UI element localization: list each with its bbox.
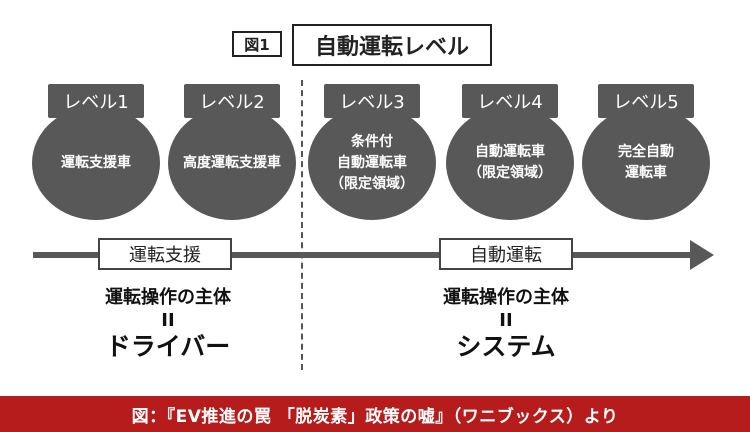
- level-2-tab: レベル2: [184, 84, 280, 118]
- level-3-desc-line: 条件付: [351, 133, 393, 150]
- level-2-circle: 高度運転支援車: [168, 106, 296, 220]
- level-3-tab: レベル3: [324, 84, 420, 118]
- progress-arrow-shaft: [33, 252, 693, 258]
- level-2-desc-line: 高度運転支援車: [183, 154, 281, 171]
- level-5-tab: レベル5: [598, 84, 694, 118]
- source-credit-text: 図：『EV推進の罠 「脱炭素」政策の嘘』（ワニブックス）より: [131, 406, 619, 427]
- level-1: 運転支援車 レベル1: [32, 84, 160, 224]
- phase-divider-line: [301, 80, 303, 370]
- title-row: 図1 自動運転レベル: [0, 24, 750, 68]
- level-4: 自動運転車 （限定領域） レベル4: [446, 84, 574, 224]
- level-5-desc-line: 完全自動: [618, 144, 674, 160]
- phase-label-driver-assist: 運転支援: [98, 238, 232, 270]
- operation-subject-driver: ドライバー: [105, 332, 231, 361]
- level-4-tab: レベル4: [462, 84, 558, 118]
- level-3: 条件付 自動運転車 （限定領域） レベル3: [308, 84, 436, 224]
- right-operation-subject: 運転操作の主体 II システム: [396, 286, 616, 362]
- operation-subject-label: 運転操作の主体: [105, 287, 231, 308]
- level-4-desc-line: 自動運転車: [475, 144, 545, 160]
- figure-number-badge: 図1: [232, 31, 282, 57]
- left-operation-subject: 運転操作の主体 II ドライバー: [58, 286, 278, 362]
- level-5-desc-line: 運転車: [625, 165, 667, 181]
- level-3-circle: 条件付 自動運転車 （限定領域）: [308, 106, 436, 220]
- operation-subject-system: システム: [456, 332, 556, 361]
- phase-label-automated-driving: 自動運転: [439, 238, 573, 270]
- level-4-circle: 自動運転車 （限定領域）: [446, 106, 574, 220]
- progress-arrow-head-icon: [690, 240, 714, 270]
- equals-sign: II: [499, 310, 513, 331]
- level-3-desc-line: （限定領域）: [330, 175, 414, 192]
- level-2: 高度運転支援車 レベル2: [168, 84, 296, 224]
- level-1-desc-line: 運転支援車: [61, 154, 131, 171]
- level-4-desc-line: （限定領域）: [468, 165, 552, 181]
- diagram-title: 自動運転レベル: [292, 24, 492, 66]
- level-5: 完全自動 運転車 レベル5: [582, 84, 710, 224]
- level-5-circle: 完全自動 運転車: [582, 106, 710, 220]
- level-1-tab: レベル1: [48, 84, 144, 118]
- source-credit-bar: 図：『EV推進の罠 「脱炭素」政策の嘘』（ワニブックス）より: [0, 396, 750, 432]
- level-3-desc-line: 自動運転車: [337, 154, 407, 171]
- equals-sign: II: [161, 310, 175, 331]
- operation-subject-label: 運転操作の主体: [443, 287, 569, 308]
- level-1-circle: 運転支援車: [32, 106, 160, 220]
